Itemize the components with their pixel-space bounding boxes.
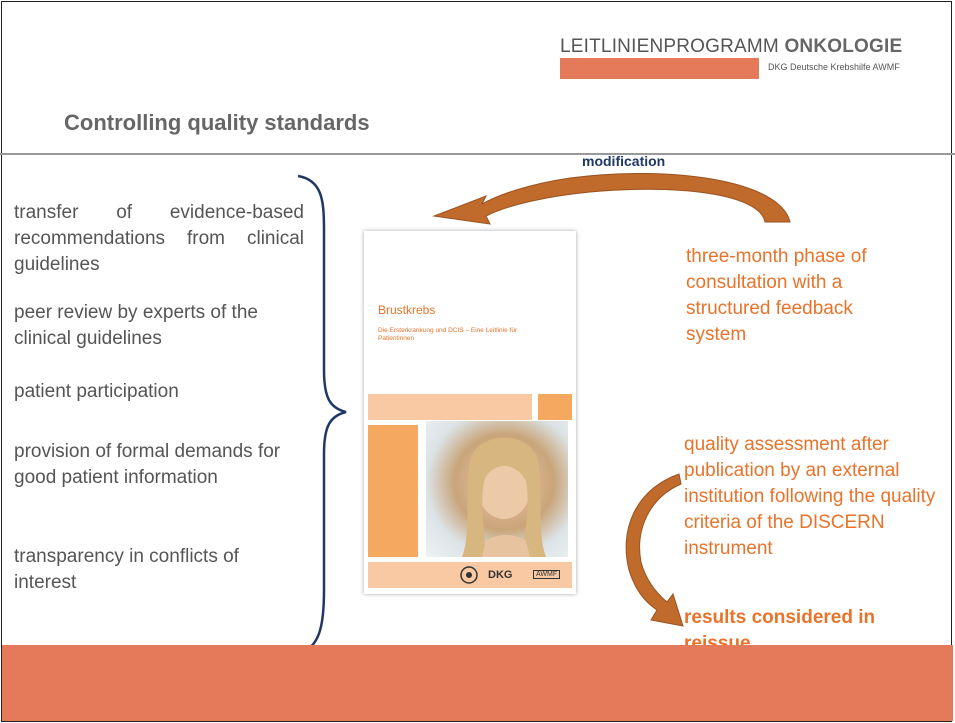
assessment-text: quality assessment after publication by … [684,434,936,559]
list-item: provision of formal demands for good pat… [14,441,281,488]
program-brand: LEITLINIENPROGRAMM ONKOLOGIE [560,36,902,58]
modification-arrow-icon [432,172,791,225]
list-item: peer review by experts of the clinical g… [14,302,258,349]
modification-label: modification [582,153,666,169]
curved-down-arrow-icon [625,473,684,627]
cover-block [368,394,532,420]
footer-band [2,645,953,721]
cover-photo [426,421,568,557]
brand-accent-bar [560,58,759,79]
cover-side-block [368,425,418,557]
partner-logos: DKG Deutsche Krebshilfe AWMF [768,62,900,72]
brand-light-text: LEITLINIENPROGRAMM [560,36,785,57]
list-item-text: transfer of evidence-based recommendatio… [14,202,304,275]
list-item: transfer of evidence-based recommendatio… [14,200,304,278]
cover-footer: DKG AWMF [368,562,572,588]
krebshilfe-logo-icon [460,566,478,584]
title-divider [0,153,955,155]
list-item: patient participation [14,381,179,402]
list-item: transparency in conflicts of interest [14,546,239,593]
guideline-booklet-cover: Brustkrebs Die Ersterkrankung und DCIS –… [364,231,576,594]
curly-brace-icon [297,174,347,656]
cover-block-accent [538,394,572,420]
slide-title: Controlling quality standards [64,110,370,135]
dkg-logo: DKG [488,569,513,581]
booklet-subtitle: Die Ersterkrankung und DCIS – Eine Leitl… [378,327,518,342]
woman-portrait-icon [462,437,546,557]
brand-bold-text: ONKOLOGIE [784,36,903,57]
booklet-title: Brustkrebs [378,303,436,317]
consultation-text: three-month phase of consultation with a… [686,246,867,345]
awmf-logo: AWMF [533,570,561,579]
